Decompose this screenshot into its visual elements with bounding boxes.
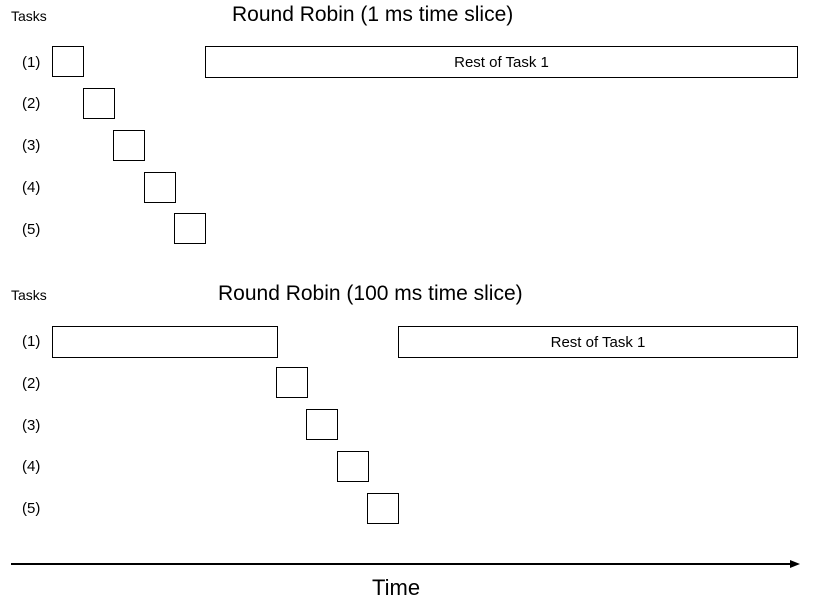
task-label-1: (1) [22, 54, 41, 71]
tasks-header: Tasks [11, 8, 47, 24]
task-label-3: (3) [22, 137, 41, 154]
time-axis-arrowhead [790, 560, 800, 568]
task-2-slice-block [276, 367, 308, 398]
task-5-slice-block [367, 493, 399, 524]
task-label-5: (5) [22, 500, 41, 517]
task-label-5: (5) [22, 221, 41, 238]
task-label-2: (2) [22, 375, 41, 392]
rest-of-task-1-block: Rest of Task 1 [398, 326, 798, 358]
task-1-slice-block [52, 46, 84, 77]
task-4-slice-block [337, 451, 369, 482]
task-3-slice-block [113, 130, 145, 161]
task-3-slice-block [306, 409, 338, 440]
task-4-slice-block [144, 172, 176, 203]
rest-of-task-1-label: Rest of Task 1 [550, 333, 646, 351]
task-2-slice-block [83, 88, 115, 119]
tasks-header: Tasks [11, 287, 47, 303]
task-label-4: (4) [22, 179, 41, 196]
rest-of-task-1-block: Rest of Task 1 [205, 46, 798, 78]
task-1-slice-block [52, 326, 278, 358]
rest-of-task-1-label: Rest of Task 1 [454, 53, 549, 71]
diagram-title: Round Robin (100 ms time slice) [218, 282, 523, 305]
time-axis-arrow [11, 560, 800, 568]
task-5-slice-block [174, 213, 206, 244]
task-label-3: (3) [22, 417, 41, 434]
task-label-1: (1) [22, 333, 41, 350]
time-axis-label: Time [372, 575, 421, 600]
diagram-title: Round Robin (1 ms time slice) [232, 3, 514, 26]
task-label-2: (2) [22, 95, 41, 112]
task-label-4: (4) [22, 458, 41, 475]
